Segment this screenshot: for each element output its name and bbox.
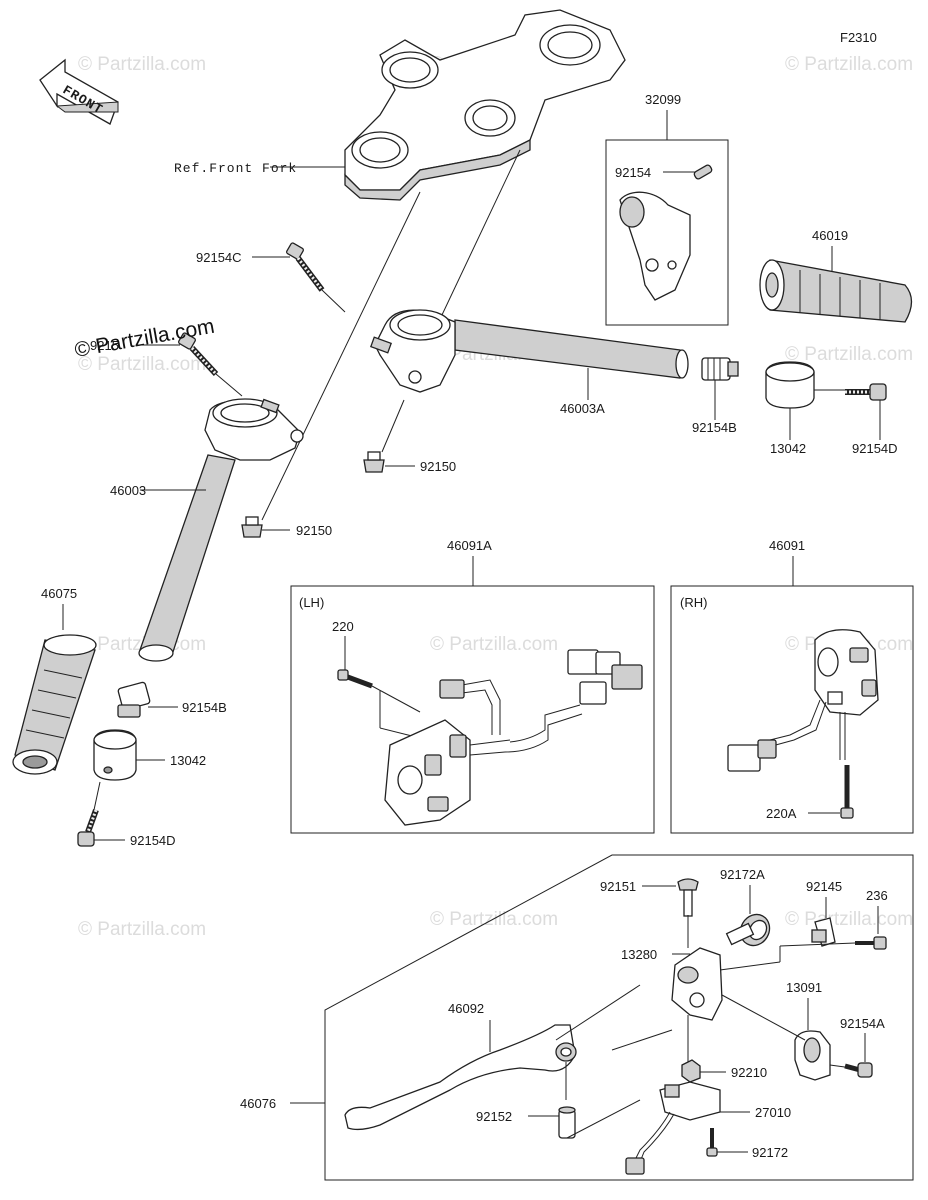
label-92151: 92151 (600, 879, 636, 894)
label-92150-lower: 92150 (296, 523, 332, 538)
clutch-lever-46092 (344, 1024, 577, 1131)
watermark: © Partzilla.com (430, 909, 558, 930)
label-220: 220 (332, 619, 354, 634)
bar-end-weight-left (93, 729, 137, 781)
label-46091: 46091 (769, 538, 805, 553)
bolt-92154A (844, 1062, 873, 1078)
label-92154D-right: 92154D (852, 441, 898, 456)
upper-triple-clamp (344, 9, 626, 201)
label-46019: 46019 (812, 228, 848, 243)
bar-end-insert-left (117, 681, 151, 718)
group-box-46091A (290, 585, 655, 834)
label-92154: 92154 (615, 165, 651, 180)
label-92154B-right: 92154B (692, 420, 737, 435)
right-handlebar-46003A (369, 309, 689, 393)
bolt-92154D-right (845, 383, 887, 401)
label-13091: 13091 (786, 980, 822, 995)
label-13280: 13280 (621, 947, 657, 962)
watermark: © Partzilla.com (78, 354, 206, 375)
nut-92210 (681, 1059, 701, 1083)
label-13042-right: 13042 (770, 441, 806, 456)
screw-236 (855, 936, 887, 950)
spring-92145 (811, 917, 836, 947)
watermark: © Partzilla.com (78, 54, 206, 75)
throttle-case (619, 164, 713, 301)
right-grip (759, 259, 913, 323)
label-92154B-left: 92154B (182, 700, 227, 715)
label-46076: 46076 (240, 1096, 276, 1111)
bolt-92150-lower (241, 516, 263, 538)
label-92154D-left: 92154D (130, 833, 176, 848)
collar-92152 (558, 1106, 576, 1139)
bolt-92150-upper (363, 451, 385, 473)
bolt-92151 (677, 878, 699, 917)
label-46003: 46003 (110, 483, 146, 498)
lever-holder-13280 (671, 915, 723, 1070)
label-92172: 92172 (752, 1145, 788, 1160)
label-lh: (LH) (299, 595, 324, 610)
label-92154C: 92154C (196, 250, 242, 265)
adjuster-92172A (725, 913, 771, 947)
label-46092: 46092 (448, 1001, 484, 1016)
lh-switch-housing (384, 649, 643, 826)
label-92145: 92145 (806, 879, 842, 894)
clutch-switch-27010 (625, 1081, 721, 1175)
label-46091A: 46091A (447, 538, 492, 553)
figure-code: F2310 (840, 30, 877, 45)
label-236: 236 (866, 888, 888, 903)
label-92172A: 92172A (720, 867, 765, 882)
label-ref-front-fork: Ref.Front Fork (174, 161, 297, 176)
left-handlebar-46003 (138, 398, 304, 662)
label-92154A: 92154A (840, 1016, 885, 1031)
screw-92172 (706, 1128, 718, 1157)
label-220A: 220A (766, 806, 797, 821)
label-92152: 92152 (476, 1109, 512, 1124)
label-9215: 9215 (90, 338, 119, 353)
bar-end-insert-right (701, 357, 739, 381)
label-32099: 32099 (645, 92, 681, 107)
rh-switch-housing (727, 629, 879, 772)
screw-220A (840, 765, 854, 819)
watermark: © Partzilla.com (785, 344, 913, 365)
bar-end-weight-right (765, 361, 815, 409)
watermark: © Partzilla.com (430, 634, 558, 655)
label-92150-upper: 92150 (420, 459, 456, 474)
watermark: © Partzilla.com (785, 909, 913, 930)
left-grip (12, 634, 97, 775)
bolt-92154D-left (77, 808, 99, 847)
bolt-92154C-left (178, 332, 219, 377)
label-13042-left: 13042 (170, 753, 206, 768)
clamp-13091 (794, 1030, 831, 1081)
label-27010: 27010 (755, 1105, 791, 1120)
group-box-46091 (670, 585, 914, 834)
screw-220 (337, 669, 373, 689)
label-46075: 46075 (41, 586, 77, 601)
label-46003A: 46003A (560, 401, 605, 416)
group-box-46076 (324, 854, 914, 1181)
watermark: © Partzilla.com (785, 54, 913, 75)
watermark: © Partzilla.com (78, 919, 206, 940)
label-rh: (RH) (680, 595, 707, 610)
label-92210: 92210 (731, 1065, 767, 1080)
bolt-92154C (286, 242, 325, 292)
